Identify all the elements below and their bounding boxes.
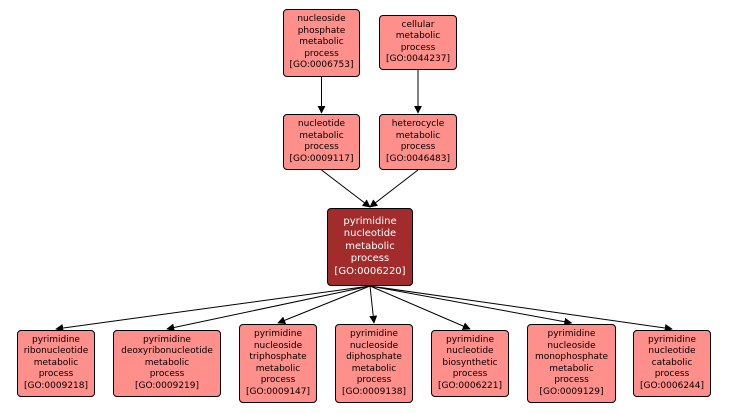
node-go-id: [GO:0006220] xyxy=(334,265,406,277)
node-go-id: [GO:0009218] xyxy=(23,380,89,391)
node-go-id: [GO:0009129] xyxy=(539,386,604,397)
node-heterocycle-metabolic-process[interactable]: heterocycle metabolic process [GO:004648… xyxy=(379,114,457,170)
node-nucleoside-phosphate-metabolic-process[interactable]: nucleoside phosphate metabolic process [… xyxy=(283,9,360,77)
node-label: pyrimidine nucleoside triphosphate metab… xyxy=(249,329,307,385)
edge-n9117-to-n6220 xyxy=(321,169,371,208)
node-go-id: [GO:0009219] xyxy=(134,380,200,391)
node-label: cellular metabolic process xyxy=(395,19,441,53)
edge-n46483-to-n6220 xyxy=(369,169,419,208)
node-cellular-metabolic-process[interactable]: cellular metabolic process [GO:0044237] xyxy=(379,15,457,70)
edge-n6220-to-n9147 xyxy=(277,285,371,325)
node-go-id: [GO:0044237] xyxy=(385,54,451,64)
node-label: pyrimidine ribonucleotide metabolic proc… xyxy=(23,334,89,380)
node-label: pyrimidine nucleotide metabolic process xyxy=(343,215,397,265)
node-pyrimidine-nucleoside-triphosphate-metabolic-process[interactable]: pyrimidine nucleoside triphosphate metab… xyxy=(239,324,317,403)
node-pyrimidine-nucleotide-catabolic-process[interactable]: pyrimidine nucleotide catabolic process … xyxy=(633,330,711,397)
node-pyrimidine-ribonucleotide-metabolic-process[interactable]: pyrimidine ribonucleotide metabolic proc… xyxy=(17,330,95,397)
edge-n6220-to-n6221 xyxy=(369,285,471,330)
edge-n6220-to-n9129 xyxy=(369,285,573,326)
node-go-id: [GO:0006753] xyxy=(289,60,354,71)
node-go-id: [GO:0009138] xyxy=(341,386,407,397)
node-nucleotide-metabolic-process[interactable]: nucleotide metabolic process [GO:0009117… xyxy=(283,114,360,170)
node-pyrimidine-nucleoside-monophosphate-metabolic-process[interactable]: pyrimidine nucleoside monophosphate meta… xyxy=(527,324,616,403)
node-label: nucleotide metabolic process xyxy=(297,119,346,152)
node-pyrimidine-nucleotide-biosynthetic-process[interactable]: pyrimidine nucleotide biosynthetic proce… xyxy=(431,330,509,397)
node-pyrimidine-nucleoside-diphosphate-metabolic-process[interactable]: pyrimidine nucleoside diphosphate metabo… xyxy=(335,324,413,403)
node-label: pyrimidine nucleotide catabolic process xyxy=(648,334,696,380)
node-go-id: [GO:0009147] xyxy=(245,386,311,397)
node-label: pyrimidine nucleoside monophosphate meta… xyxy=(534,329,609,385)
node-go-id: [GO:0006244] xyxy=(639,380,705,391)
edge-n6220-to-n9138 xyxy=(369,285,378,324)
edge-n6220-to-n9219 xyxy=(166,285,371,332)
edge-n6220-to-n6244 xyxy=(369,285,673,332)
node-label: pyrimidine nucleoside diphosphate metabo… xyxy=(346,329,402,385)
node-go-id: [GO:0046483] xyxy=(385,153,451,164)
node-label: heterocycle metabolic process xyxy=(391,119,445,152)
edge-n6220-to-n9218 xyxy=(55,285,371,332)
node-pyrimidine-deoxyribonucleotide-metabolic-process[interactable]: pyrimidine deoxyribonucleotide metabolic… xyxy=(113,330,221,397)
node-go-id: [GO:0009117] xyxy=(289,153,354,164)
node-label: pyrimidine nucleotide biosynthetic proce… xyxy=(442,334,498,380)
node-pyrimidine-nucleotide-metabolic-process[interactable]: pyrimidine nucleotide metabolic process … xyxy=(327,208,413,286)
node-go-id: [GO:0006221] xyxy=(437,380,503,391)
node-label: nucleoside phosphate metabolic process xyxy=(297,14,346,59)
node-label: pyrimidine deoxyribonucleotide metabolic… xyxy=(121,334,213,380)
